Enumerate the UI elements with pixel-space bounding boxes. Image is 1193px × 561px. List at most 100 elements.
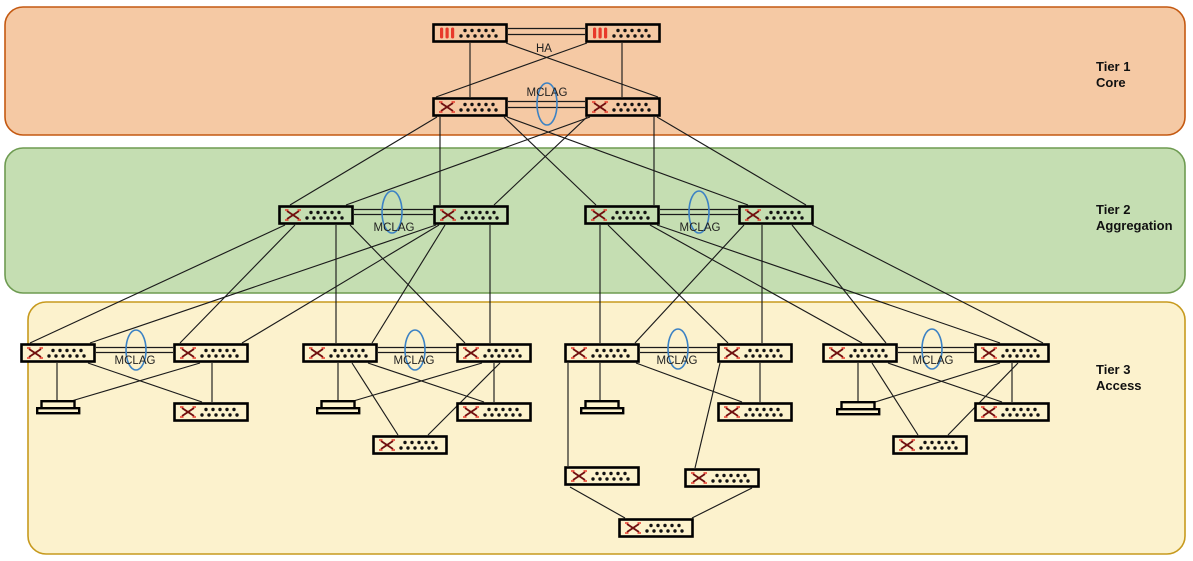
link-line [887, 362, 1003, 403]
terminal-base [316, 407, 361, 415]
link-line [435, 42, 588, 98]
device-body [717, 402, 793, 422]
switch-core1 [432, 97, 508, 117]
switch-crossconnect-icon [592, 101, 608, 113]
device-body [822, 343, 898, 363]
link-line [289, 116, 438, 206]
device-body [173, 402, 249, 422]
switch-acc4a [822, 343, 898, 363]
ports-dots [305, 210, 344, 220]
switch-crossconnect-icon [625, 522, 641, 534]
link-line [345, 116, 591, 206]
ports-dots [744, 348, 783, 358]
tier2-label: Tier 2 Aggregation [1096, 202, 1173, 234]
device-body [372, 435, 448, 455]
device-body [974, 343, 1050, 363]
link-line [179, 224, 296, 344]
device-body [717, 343, 793, 363]
ports-dots [459, 102, 498, 112]
link-line [694, 362, 721, 469]
terminal-base [836, 408, 881, 416]
ports-dots [200, 407, 239, 417]
terminal-term3 [580, 400, 625, 415]
ports-dots [1001, 407, 1040, 417]
switch-crossconnect-icon [981, 347, 997, 359]
link-line [89, 224, 437, 344]
ha-label: HA [536, 43, 552, 55]
switch-crossconnect-icon [571, 470, 587, 482]
device-body [584, 205, 660, 225]
link-line [947, 362, 1019, 436]
ports-dots [483, 407, 522, 417]
link-line [635, 362, 743, 403]
device-body [585, 97, 661, 117]
switch-acc1a [20, 343, 96, 363]
link-line [351, 362, 399, 436]
tier3-label-line2: Access [1096, 378, 1142, 393]
switch-acc3b [717, 343, 793, 363]
switch-agg4 [738, 205, 814, 225]
tier3-band [27, 301, 1186, 555]
tier1-label-line2: Core [1096, 75, 1126, 90]
ports-dots [611, 210, 650, 220]
switch-acc4c [974, 402, 1050, 422]
ports-dots [591, 348, 630, 358]
switch-crossconnect-icon [285, 209, 301, 221]
firewall-bars-icon [440, 27, 455, 39]
device-body [433, 205, 509, 225]
device-body [564, 343, 640, 363]
device-body [278, 205, 354, 225]
link-line [634, 224, 745, 344]
switch-acc2a [302, 343, 378, 363]
ports-dots [483, 348, 522, 358]
link-line [607, 224, 729, 344]
device-body [738, 205, 814, 225]
switch-acc4b [974, 343, 1050, 363]
firewall-fw1 [432, 23, 508, 43]
ports-dots [1001, 348, 1040, 358]
mclag-ellipse-icon [381, 190, 403, 234]
switch-acc3e [684, 468, 760, 488]
switch-acc3a [564, 343, 640, 363]
device-body [432, 23, 508, 43]
mclag-ellipse-icon [125, 329, 147, 371]
switch-crossconnect-icon [724, 406, 740, 418]
device-body [173, 343, 249, 363]
link-line [427, 362, 501, 436]
mclag-label: MCLAG [913, 355, 954, 367]
switch-agg2 [433, 205, 509, 225]
switch-crossconnect-icon [463, 347, 479, 359]
switch-acc4d [892, 435, 968, 455]
ports-dots [459, 28, 498, 38]
ports-dots [200, 348, 239, 358]
switch-crossconnect-icon [899, 439, 915, 451]
mclag-ellipse-icon [667, 328, 689, 370]
switch-crossconnect-icon [463, 406, 479, 418]
link-line [241, 224, 440, 344]
switch-crossconnect-icon [309, 347, 325, 359]
mclag-label: MCLAG [680, 222, 721, 234]
mclag-ellipse-icon [688, 190, 710, 234]
ports-dots [765, 210, 804, 220]
ports-dots [399, 440, 438, 450]
switch-crossconnect-icon [591, 209, 607, 221]
switch-crossconnect-icon [440, 209, 456, 221]
device-body [974, 402, 1050, 422]
switch-agg3 [584, 205, 660, 225]
link-line [349, 224, 466, 344]
tier2-label-line2: Aggregation [1096, 218, 1173, 233]
switch-crossconnect-icon [571, 347, 587, 359]
link-line [67, 362, 201, 403]
device-body [684, 468, 760, 488]
switch-crossconnect-icon [439, 101, 455, 113]
switch-acc2d [372, 435, 448, 455]
device-body [618, 518, 694, 538]
switch-crossconnect-icon [724, 347, 740, 359]
device-body [20, 343, 96, 363]
device-body [585, 23, 661, 43]
ports-dots [849, 348, 888, 358]
mclag-ellipse-icon [921, 328, 943, 370]
terminal-term1 [36, 400, 81, 415]
firewall-bars-icon [593, 27, 608, 39]
link-line [367, 362, 485, 403]
